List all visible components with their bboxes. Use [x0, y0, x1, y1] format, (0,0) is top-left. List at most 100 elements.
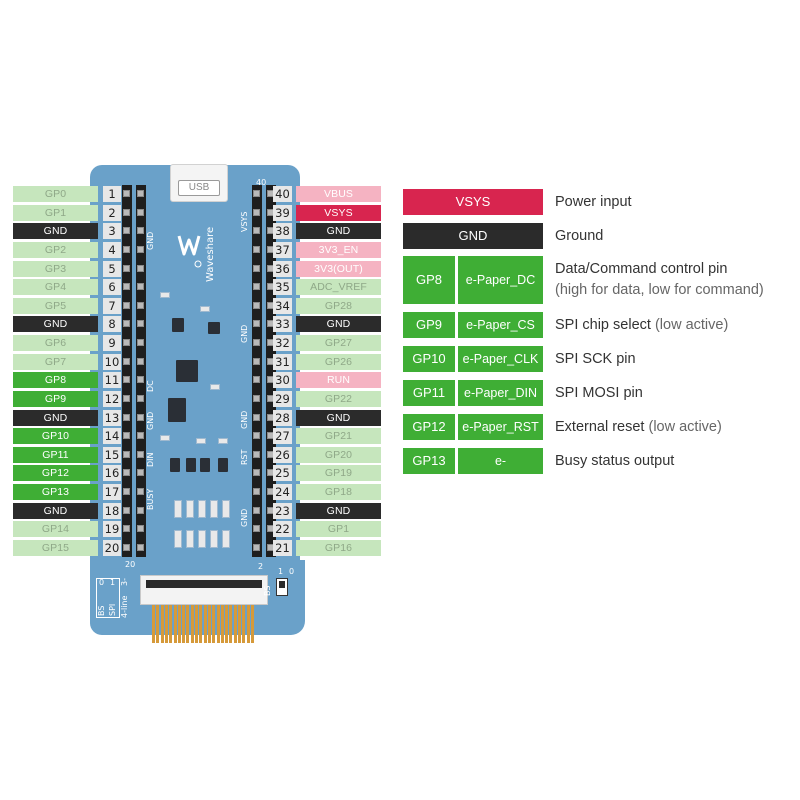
pin-number: 1	[103, 186, 121, 202]
silk-bs-zero: 0	[289, 567, 295, 576]
header-pin	[123, 227, 130, 235]
pin-number: 33	[273, 316, 292, 333]
header-pin	[123, 544, 130, 551]
pin-number: 5	[103, 260, 121, 277]
silk-bs-one-left: 1	[110, 578, 116, 587]
legend-note: (high for data, low for command)	[555, 282, 764, 298]
pin-number: 35	[273, 279, 292, 296]
fpc-pin	[169, 605, 173, 643]
pin-number: 16	[103, 465, 121, 482]
header-pin	[137, 469, 144, 477]
pin-number: 23	[273, 502, 292, 519]
chip-ic-6	[186, 458, 196, 472]
pin-number: 29	[273, 390, 292, 407]
fpc-pin	[229, 605, 233, 643]
fpc-pin	[182, 605, 186, 643]
legend-desc: Data/Command control pin	[555, 261, 728, 277]
pin-label: GP5	[13, 297, 98, 314]
silk-bs-right: BS	[263, 585, 272, 596]
pin-number: 9	[103, 335, 121, 351]
header-pin	[253, 208, 260, 216]
fpc-pin	[238, 605, 241, 643]
header-pin	[253, 450, 260, 458]
smd-8	[186, 500, 194, 518]
smd-13	[186, 530, 194, 548]
header-pin	[137, 376, 144, 384]
chip-ic-8	[218, 458, 228, 472]
pin-label: GP26	[296, 353, 381, 370]
header-pin	[137, 264, 144, 272]
header-pin	[123, 525, 130, 533]
right-header-strip-inner	[266, 185, 276, 557]
chip-ic-5	[170, 458, 180, 472]
pin-number: 3	[103, 223, 121, 240]
pin-label: GP6	[13, 335, 98, 351]
fpc-pin	[199, 605, 203, 643]
silk-gnd-4: GND	[240, 410, 249, 429]
pin-label: GP15	[13, 540, 98, 556]
header-pin	[253, 245, 260, 253]
fpc-pin	[220, 605, 224, 643]
pin-number: 40	[273, 186, 292, 202]
chip-ic-1	[172, 318, 184, 332]
header-pin	[253, 301, 260, 309]
header-pin	[123, 469, 130, 477]
legend-fn-box: e-Paper_RST	[458, 414, 543, 440]
fpc-pin	[173, 605, 177, 643]
header-pin	[123, 190, 130, 197]
header-pin	[137, 320, 144, 328]
silk-pin20-number: 20	[125, 560, 136, 569]
header-pin	[253, 506, 260, 514]
pin-label: GND	[296, 316, 381, 333]
pin-label: GP2	[13, 241, 98, 258]
pin-number: 2	[103, 204, 121, 221]
fpc-pin	[242, 605, 246, 643]
chip-ic-2	[208, 322, 220, 334]
silk-3line: 3-	[120, 578, 129, 586]
fpc-pin	[212, 605, 216, 643]
legend-fn-box: e-Paper_BUSY	[458, 448, 543, 494]
fpc-pin	[190, 605, 194, 643]
fpc-pin	[207, 605, 211, 643]
header-pin	[253, 376, 260, 384]
pin-number: 24	[273, 484, 292, 501]
silk-rst: RST	[240, 449, 249, 465]
silk-bs-zero-left: 0	[99, 578, 105, 587]
pin-number: 38	[273, 223, 292, 240]
pin-number: 32	[273, 335, 292, 351]
header-pin	[253, 394, 260, 402]
legend-desc: SPI SCK pin	[555, 351, 636, 367]
legend-vsys-desc: Power input	[555, 194, 632, 210]
header-pin	[123, 432, 130, 440]
bs-switch-knob	[279, 581, 285, 588]
pin-number: 39	[273, 204, 292, 221]
header-pin	[123, 264, 130, 272]
pin-label: VBUS	[296, 186, 381, 202]
pin-label: GP11	[13, 446, 98, 463]
legend-note: (low active)	[648, 419, 722, 435]
chip-ic-7	[200, 458, 210, 472]
header-pin	[137, 488, 144, 496]
header-pin	[123, 339, 130, 346]
pin-label: GP21	[296, 428, 381, 445]
header-pin	[253, 227, 260, 235]
legend-note: (low active)	[654, 317, 729, 333]
silk-pin40-number: 40	[256, 178, 267, 187]
pin-number: 10	[103, 353, 121, 370]
pin-label: GP4	[13, 279, 98, 296]
smd-11	[222, 500, 230, 518]
silk-gnd-1: GND	[146, 231, 155, 250]
chip-ic-4	[168, 398, 186, 422]
header-pin	[123, 394, 130, 402]
pin-number: 4	[103, 241, 121, 258]
header-pin	[253, 432, 260, 440]
header-pin	[137, 339, 144, 346]
header-pin	[123, 413, 130, 421]
legend-desc-line: SPI SCK pin	[555, 349, 636, 369]
legend-desc-line: Busy status output	[555, 451, 674, 471]
silk-dc: DC	[146, 380, 155, 392]
pin-label: GP3	[13, 260, 98, 277]
header-pin	[137, 208, 144, 216]
pin-number: 34	[273, 297, 292, 314]
header-pin	[253, 339, 260, 346]
